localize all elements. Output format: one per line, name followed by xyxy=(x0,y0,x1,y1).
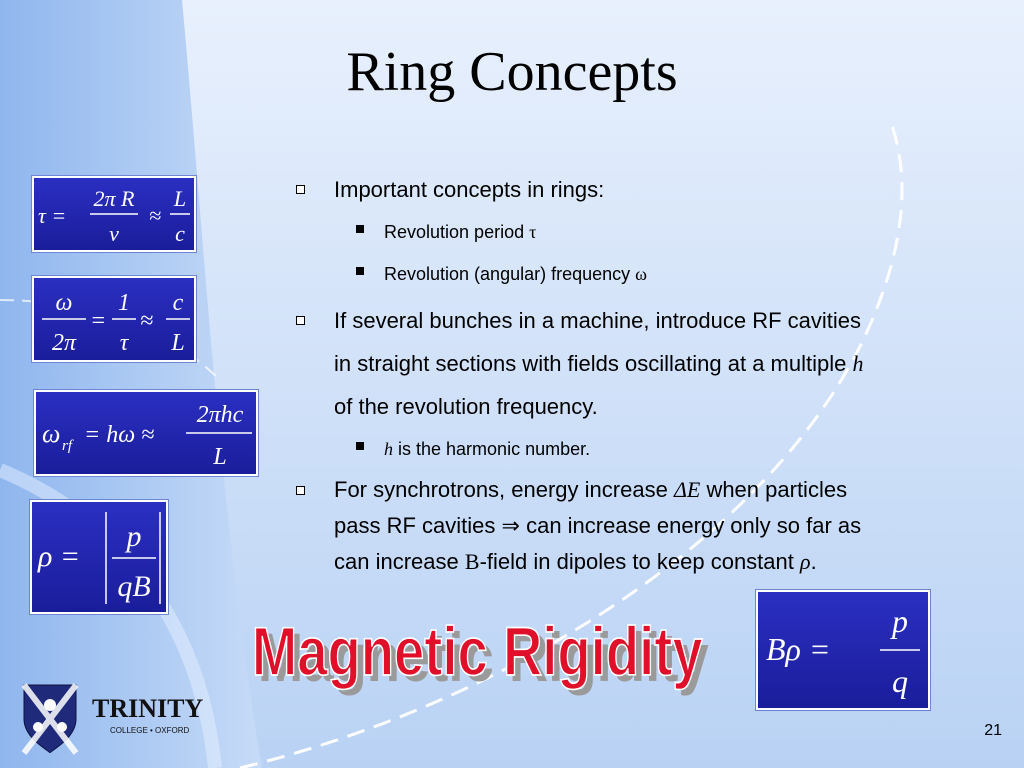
eq-tau-num2: L xyxy=(173,186,186,211)
hollow-square-bullet-icon xyxy=(296,185,305,194)
eq-omega-eq: = xyxy=(90,308,106,334)
square-bullet-icon xyxy=(356,267,364,275)
trinity-college-logo: TRINITY COLLEGE • OXFORD xyxy=(20,683,220,755)
equation-angular-frequency: ω 2π = 1 τ ≈ c L xyxy=(32,276,196,362)
dashed-arc xyxy=(239,119,904,768)
eq-omega-num2: 1 xyxy=(118,290,130,316)
slide-title: Ring Concepts xyxy=(346,41,678,103)
equation-rf-frequency: ω rf = hω ≈ 2πhc L xyxy=(34,390,258,476)
eq-rigidity-den: q xyxy=(892,663,908,699)
eq-omegarf-sub: rf xyxy=(62,438,74,454)
hollow-square-bullet-icon xyxy=(296,316,305,325)
square-bullet-icon xyxy=(356,225,364,233)
equation-bending-radius: ρ = p qB xyxy=(30,500,168,614)
logo-subtitle: COLLEGE • OXFORD xyxy=(110,726,189,735)
eq-tau-lhs: τ = xyxy=(38,203,66,228)
page-number: 21 xyxy=(984,722,1002,739)
magnetic-rigidity-label: Magnetic Rigidity xyxy=(252,614,703,690)
magnetic-rigidity-wordart: Magnetic Rigidity Magnetic Rigidity xyxy=(251,613,709,696)
eq-omega-approx: ≈ xyxy=(140,308,153,334)
eq-rho-num: p xyxy=(125,520,142,553)
logo-name: TRINITY xyxy=(92,694,203,723)
eq-omegarf-den: L xyxy=(212,444,226,470)
svg-text:Magnetic Rigidity: Magnetic Rigidity xyxy=(258,620,709,696)
eq-omega-den3: L xyxy=(170,330,184,356)
equation-magnetic-rigidity: Bρ = p q xyxy=(756,590,930,710)
eq-rho-lhs: ρ = xyxy=(37,540,80,573)
square-bullet-icon xyxy=(356,442,364,450)
bullet-rf-cavities: If several bunches in a machine, introdu… xyxy=(296,299,976,428)
bullet-important-concepts: Important concepts in rings: xyxy=(296,168,976,211)
eq-tau-den: v xyxy=(109,221,119,246)
eq-omegarf-num: 2πhc xyxy=(197,402,244,428)
eq-tau-num: 2π R xyxy=(94,186,136,211)
eq-omega-den1: 2π xyxy=(52,330,77,356)
eq-tau-approx: ≈ xyxy=(149,203,161,228)
subbullet-revolution-period: Revolution period τ xyxy=(296,211,976,253)
subbullet-harmonic-number: h is the harmonic number. xyxy=(296,428,976,470)
bullet-synchrotrons: For synchrotrons, energy increase ΔE whe… xyxy=(296,472,976,580)
eq-omega-num1: ω xyxy=(56,290,73,316)
eq-omega-num3: c xyxy=(173,290,184,316)
subbullet-angular-frequency: Revolution (angular) frequency ω xyxy=(296,253,976,295)
eq-omegarf-mid: = hω ≈ xyxy=(84,422,154,448)
eq-rho-den: qB xyxy=(117,570,150,603)
bullet-list: Important concepts in rings: Revolution … xyxy=(296,168,976,580)
eq-omega-den2: τ xyxy=(120,330,130,356)
eq-omegarf-lhs: ω xyxy=(42,419,60,448)
eq-tau-den2: c xyxy=(175,221,185,246)
hollow-square-bullet-icon xyxy=(296,486,305,495)
eq-rigidity-lhs: Bρ = xyxy=(766,631,831,667)
equation-revolution-period: τ = 2π R v ≈ L c xyxy=(32,176,196,252)
eq-rigidity-num: p xyxy=(890,603,908,639)
